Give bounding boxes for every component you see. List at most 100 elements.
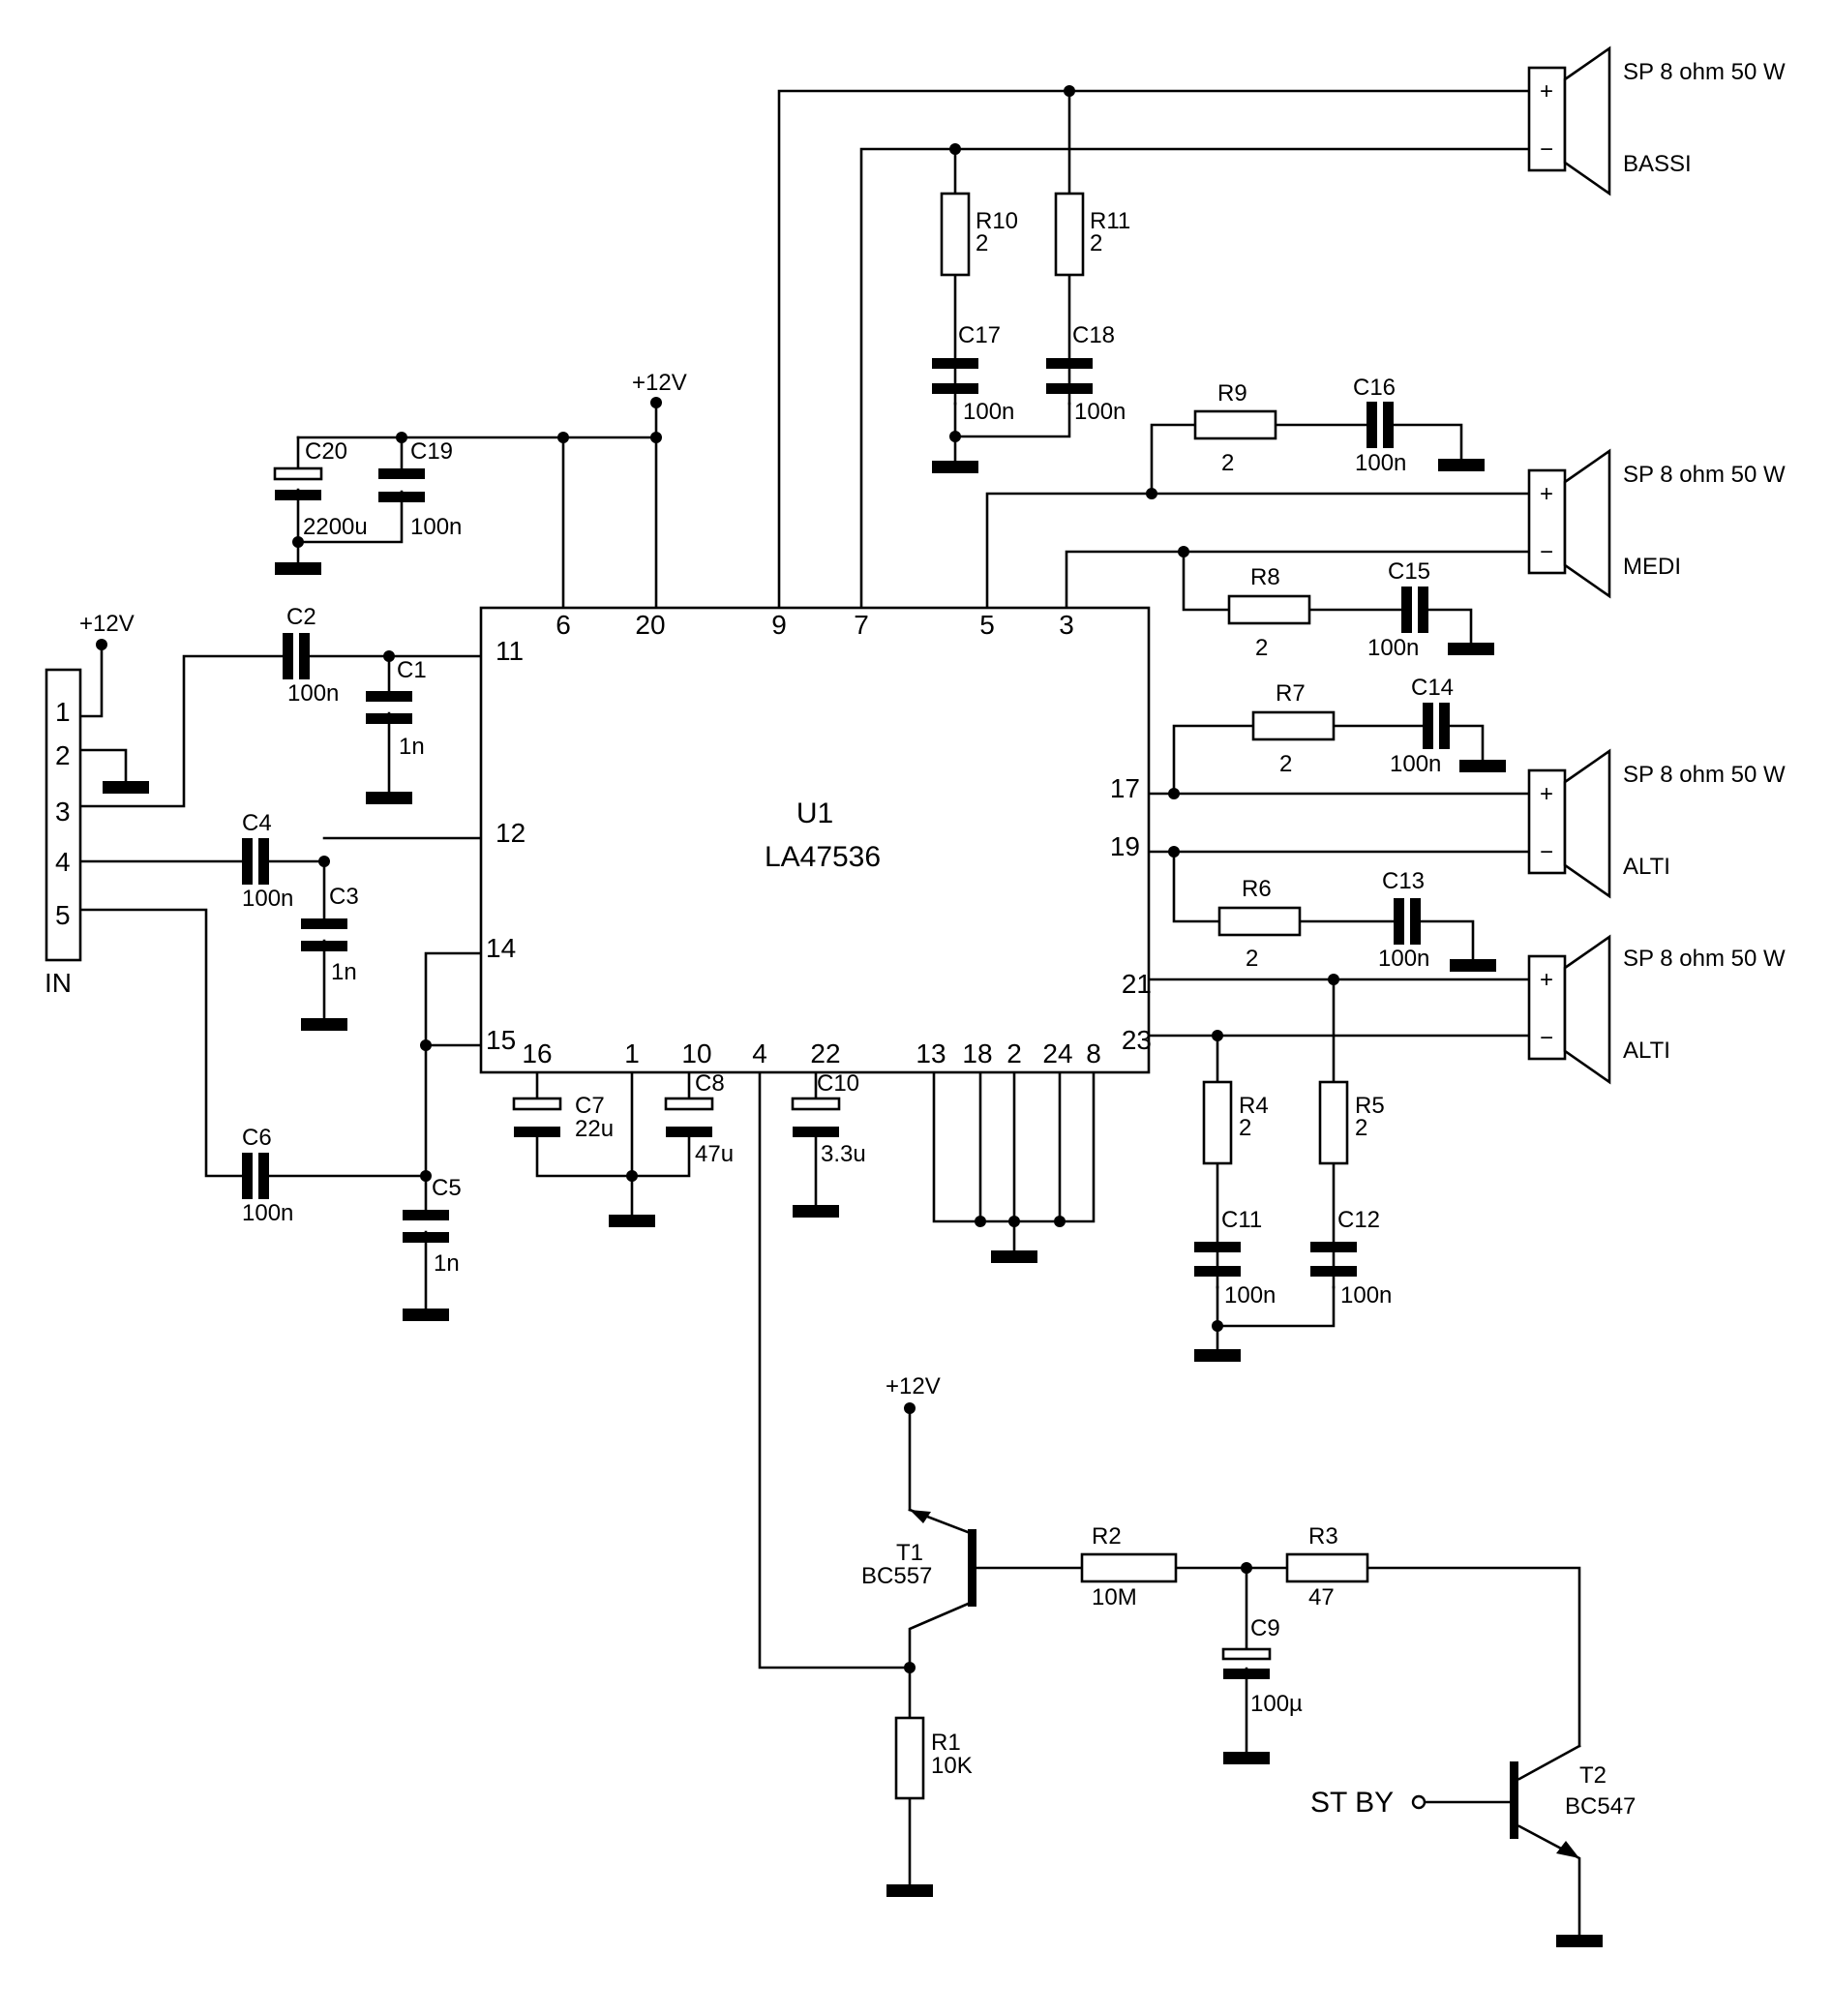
capacitors (242, 358, 1450, 1679)
capacitor-c12 (1310, 1266, 1357, 1277)
ic-pin-label: 20 (635, 610, 665, 640)
junction-dot (650, 432, 662, 443)
component-ref: C11 (1221, 1207, 1262, 1233)
ic-pin-label: 18 (962, 1038, 992, 1068)
speaker-rating: SP 8 ohm 50 W (1623, 762, 1786, 788)
connector-pin-label: 3 (55, 797, 71, 827)
ground-symbol (932, 461, 978, 473)
ic-pin-label: 21 (1122, 969, 1152, 999)
speaker-bassi: + − SP 8 ohm 50 W BASSI (1527, 45, 1786, 196)
capacitor-c8 (664, 1097, 714, 1111)
component-ref: R4 (1239, 1093, 1269, 1119)
ground-symbol (1194, 1349, 1241, 1362)
component-value: 2 (1279, 751, 1292, 777)
component-ref: C19 (410, 438, 453, 465)
ground-symbol (1438, 459, 1485, 471)
speaker-plus-sign: + (1540, 967, 1553, 993)
component-value: 100n (242, 886, 293, 912)
component-value: 2 (1239, 1115, 1251, 1141)
component-ref: R5 (1355, 1093, 1385, 1119)
component-value: 100n (287, 680, 339, 707)
capacitor-c11 (1194, 1242, 1241, 1252)
component-ref: C20 (305, 438, 347, 465)
speaker-minus-sign: − (1540, 1025, 1553, 1051)
speaker-name: ALTI (1623, 854, 1670, 880)
capacitor-c5 (403, 1210, 449, 1220)
component-ref: C1 (397, 657, 427, 683)
component-ref: C10 (817, 1070, 859, 1097)
connector-pin-label: 2 (55, 740, 71, 770)
junction-dot (1146, 488, 1157, 499)
resistor-r6 (1217, 906, 1302, 937)
capacitor-c10 (791, 1097, 841, 1111)
resistor-r8 (1227, 594, 1311, 625)
capacitor-c7 (512, 1097, 562, 1111)
junction-dot (626, 1170, 638, 1182)
capacitor-c14 (1439, 703, 1450, 749)
supply-label: +12V (886, 1373, 941, 1399)
junction-dot (1178, 546, 1189, 557)
junction-dot (1008, 1216, 1020, 1227)
component-ref: R7 (1276, 680, 1306, 707)
component-ref: C2 (286, 604, 316, 630)
capacitor-c3 (301, 918, 347, 929)
component-value: 100n (242, 1200, 293, 1226)
junction-dot (383, 650, 395, 662)
ground-symbol (301, 1018, 347, 1031)
component-value: 2200u (303, 514, 368, 540)
ic-pin-label: 1 (624, 1038, 640, 1068)
component-ref: C14 (1411, 675, 1454, 701)
capacitor-c6 (258, 1153, 269, 1199)
ic-pin-label: 17 (1110, 773, 1140, 803)
ic-pin-label: 10 (681, 1038, 711, 1068)
capacitor-c16 (1383, 402, 1394, 448)
capacitor-c16 (1366, 402, 1377, 448)
component-ref: C3 (329, 884, 359, 910)
ic-pin-label: 15 (486, 1025, 516, 1055)
speaker-rating: SP 8 ohm 50 W (1623, 462, 1786, 488)
ground-symbol (403, 1309, 449, 1321)
capacitor-c9 (1221, 1647, 1272, 1661)
capacitor-c11 (1194, 1266, 1241, 1277)
resistor-r1 (894, 1716, 925, 1800)
capacitor-c15 (1418, 587, 1428, 633)
ic-pin-label: 24 (1042, 1038, 1072, 1068)
speaker-alti-2: + − SP 8 ohm 50 W ALTI (1527, 934, 1786, 1085)
junction-dot (949, 143, 961, 155)
component-value: 100n (1074, 399, 1126, 425)
junction-dot (420, 1039, 432, 1051)
ground-symbol (991, 1250, 1037, 1263)
component-value: 22u (575, 1116, 614, 1142)
junction-dot (396, 432, 407, 443)
capacitor-c17 (932, 358, 978, 369)
speaker-minus-sign: − (1540, 136, 1553, 163)
component-ref: R6 (1242, 876, 1272, 902)
speaker-plus-sign: + (1540, 781, 1553, 807)
capacitor-c10 (793, 1127, 839, 1137)
connector-pin-label: 5 (55, 900, 71, 930)
junction-dot (1328, 974, 1339, 985)
capacitor-c5 (403, 1232, 449, 1243)
component-value: 1n (399, 734, 425, 760)
resistor-r3 (1285, 1552, 1369, 1583)
component-value: 2 (1255, 635, 1268, 661)
component-value: BC547 (1565, 1793, 1636, 1820)
junction-dot (904, 1662, 916, 1673)
junction-dot (1168, 788, 1180, 799)
supply-label: +12V (632, 370, 687, 396)
junction-dot (292, 536, 304, 548)
ground-symbol (886, 1884, 933, 1897)
component-ref: C8 (695, 1070, 725, 1097)
component-value: 100n (963, 399, 1014, 425)
component-labels: R10 2 R11 2 C17 100n C18 100n R9 2 C16 1… (242, 208, 1636, 1820)
speaker-rating: SP 8 ohm 50 W (1623, 59, 1786, 85)
component-ref: R3 (1308, 1523, 1338, 1550)
capacitor-c19 (378, 492, 425, 502)
component-value: 3.3u (821, 1141, 866, 1167)
ic-pin-label: 3 (1059, 610, 1074, 640)
ic-pin-label: 14 (486, 933, 516, 963)
junction-dot (96, 639, 107, 650)
component-ref: C12 (1337, 1207, 1380, 1233)
capacitor-c19 (378, 468, 425, 479)
